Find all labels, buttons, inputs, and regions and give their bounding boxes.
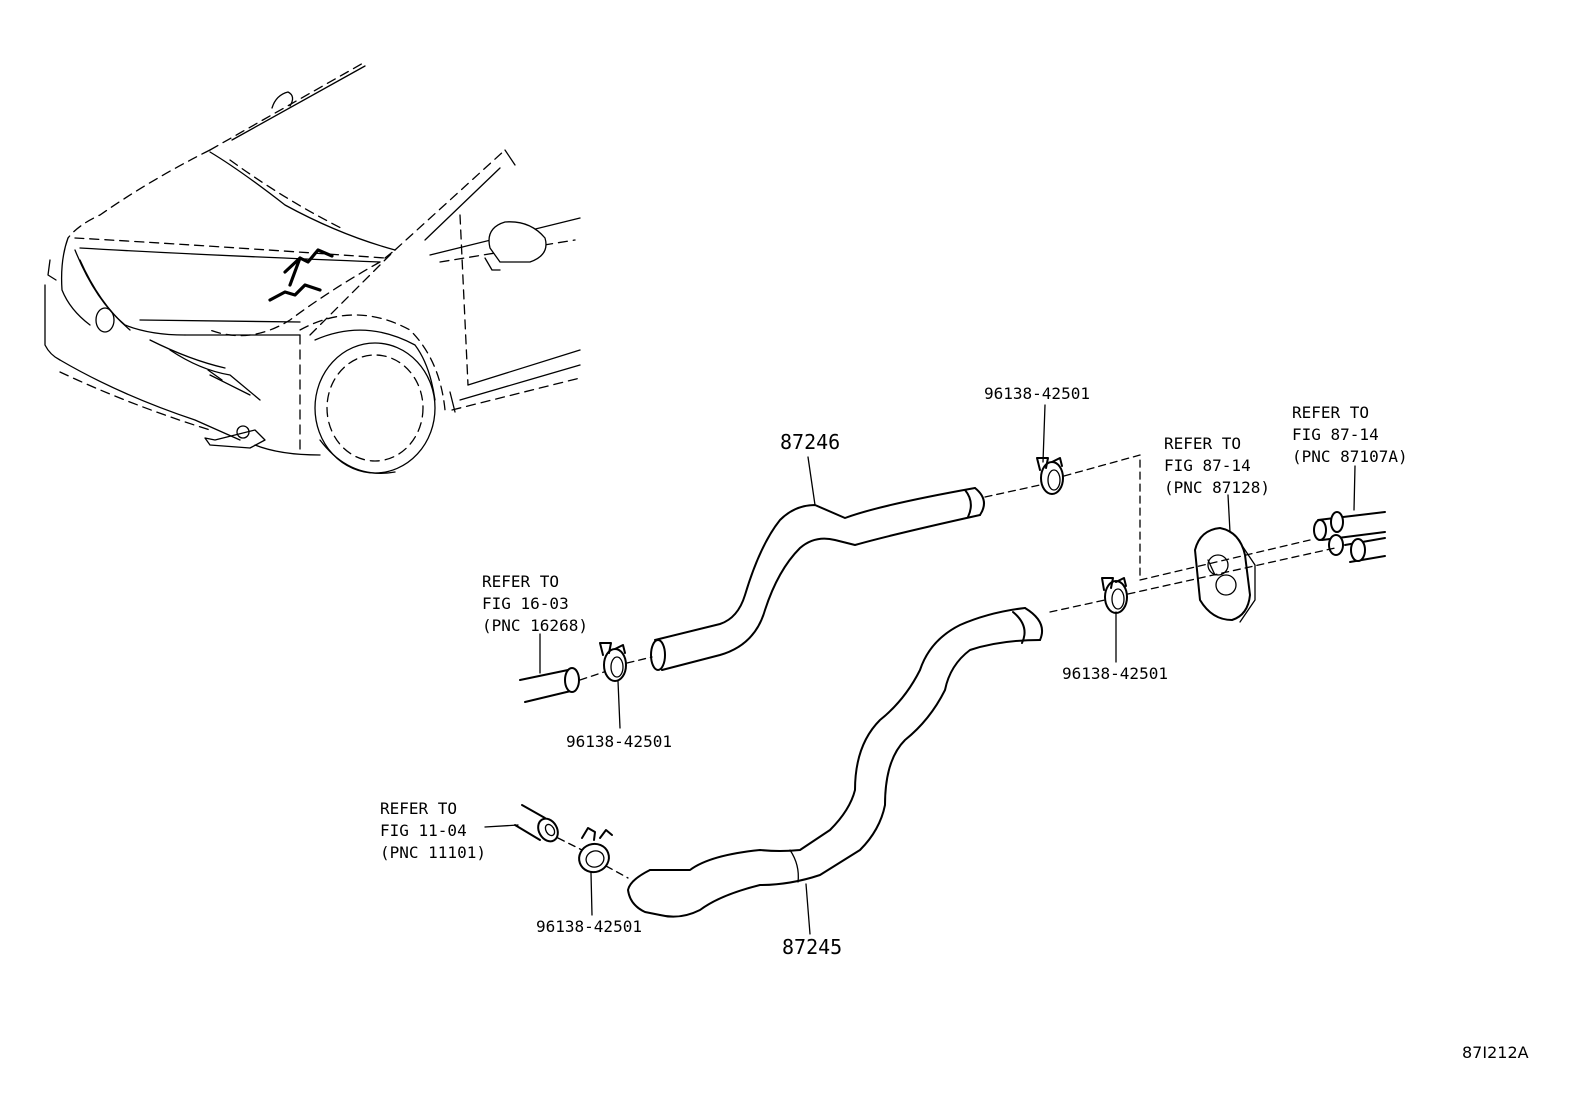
ref-fig-11-04: REFER TO FIG 11-04 (PNC 11101): [380, 799, 486, 862]
clamp-left: [599, 642, 627, 682]
leader-lines: [484, 404, 1356, 935]
clamp-bottom-left: [578, 827, 613, 874]
pipe-fig-11-04: [514, 804, 559, 843]
vehicle-front-illustration: [44, 61, 581, 474]
clamp-label-bottom-left: 96138-42501: [536, 917, 642, 936]
svg-text:(PNC 11101): (PNC 11101): [380, 843, 486, 862]
assembly-lines: [557, 454, 1336, 879]
ref-fig-16-03: REFER TO FIG 16-03 (PNC 16268): [482, 572, 588, 635]
part-number-87245: 87245: [782, 935, 842, 959]
clamp-label-right: 96138-42501: [1062, 664, 1168, 683]
svg-text:FIG 87-14: FIG 87-14: [1164, 456, 1251, 475]
part-number-87246: 87246: [780, 430, 840, 454]
ref-fig-87-14-87128: REFER TO FIG 87-14 (PNC 87128): [1164, 434, 1270, 497]
svg-text:(PNC 16268): (PNC 16268): [482, 616, 588, 635]
svg-text:REFER TO: REFER TO: [1292, 403, 1369, 422]
svg-text:FIG 16-03: FIG 16-03: [482, 594, 569, 613]
hose-87246: [650, 487, 985, 671]
ref-fig-87-14-87107A: REFER TO FIG 87-14 (PNC 87107A): [1292, 403, 1408, 466]
figure-id: 87I212A: [1462, 1043, 1529, 1062]
svg-text:FIG 11-04: FIG 11-04: [380, 821, 467, 840]
svg-text:(PNC 87107A): (PNC 87107A): [1292, 447, 1408, 466]
clamp-top-right: [1036, 457, 1064, 495]
clamp-label-left: 96138-42501: [566, 732, 672, 751]
clamp-right: [1101, 577, 1128, 614]
pipe-fig-16-03: [519, 667, 580, 703]
labels: 87246 87245 96138-42501 96138-42501 9613…: [380, 384, 1529, 1062]
heater-pipes-87107A: [1313, 511, 1386, 563]
svg-text:REFER TO: REFER TO: [482, 572, 559, 591]
hose-87245: [627, 607, 1044, 918]
grommet-87128: [1194, 527, 1256, 623]
svg-text:FIG 87-14: FIG 87-14: [1292, 425, 1379, 444]
svg-text:(PNC 87128): (PNC 87128): [1164, 478, 1270, 497]
svg-text:REFER TO: REFER TO: [380, 799, 457, 818]
clamp-label-top-right: 96138-42501: [984, 384, 1090, 403]
svg-text:REFER TO: REFER TO: [1164, 434, 1241, 453]
